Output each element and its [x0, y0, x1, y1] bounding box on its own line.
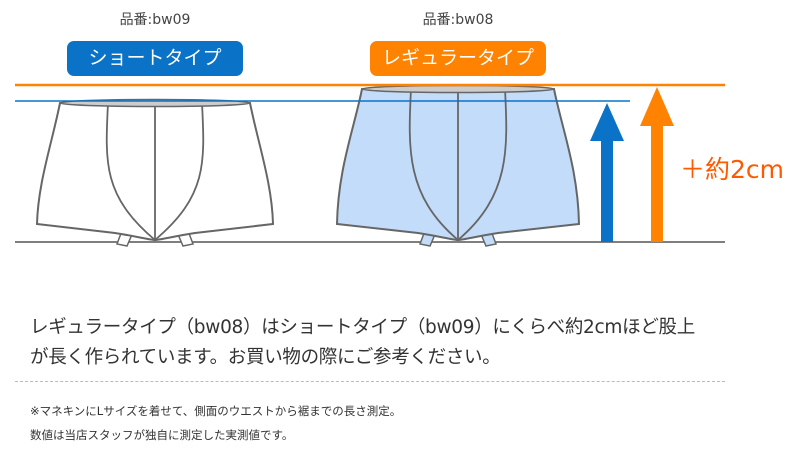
comparison-diagram	[15, 83, 725, 247]
description-line-2: が長く作られています。お買い物の際にご参考ください。	[30, 347, 501, 368]
short-height-arrow	[590, 103, 624, 242]
short-type-badge: ショートタイプ	[67, 41, 243, 76]
note-line-1: ※マネキンにLサイズを着せて、側面のウエストから裾までの長さ測定。	[30, 404, 402, 418]
short-product-code: 品番:bw09	[119, 12, 191, 28]
regular-product-code: 品番:bw08	[422, 12, 494, 28]
note-line-2: 数値は当店スタッフが独自に測定した実測値です。	[30, 428, 294, 442]
regular-height-arrow	[640, 87, 674, 242]
short-type-brief-illustration	[35, 98, 275, 247]
dotted-divider	[15, 381, 725, 382]
regular-type-brief-illustration	[335, 84, 581, 247]
regular-type-badge: レギュラータイプ	[370, 41, 546, 76]
description-line-1: レギュラータイプ（bw08）はショートタイプ（bw09）にくらべ約2cmほど股上	[30, 317, 695, 338]
difference-label: ＋約2cm	[680, 155, 785, 184]
